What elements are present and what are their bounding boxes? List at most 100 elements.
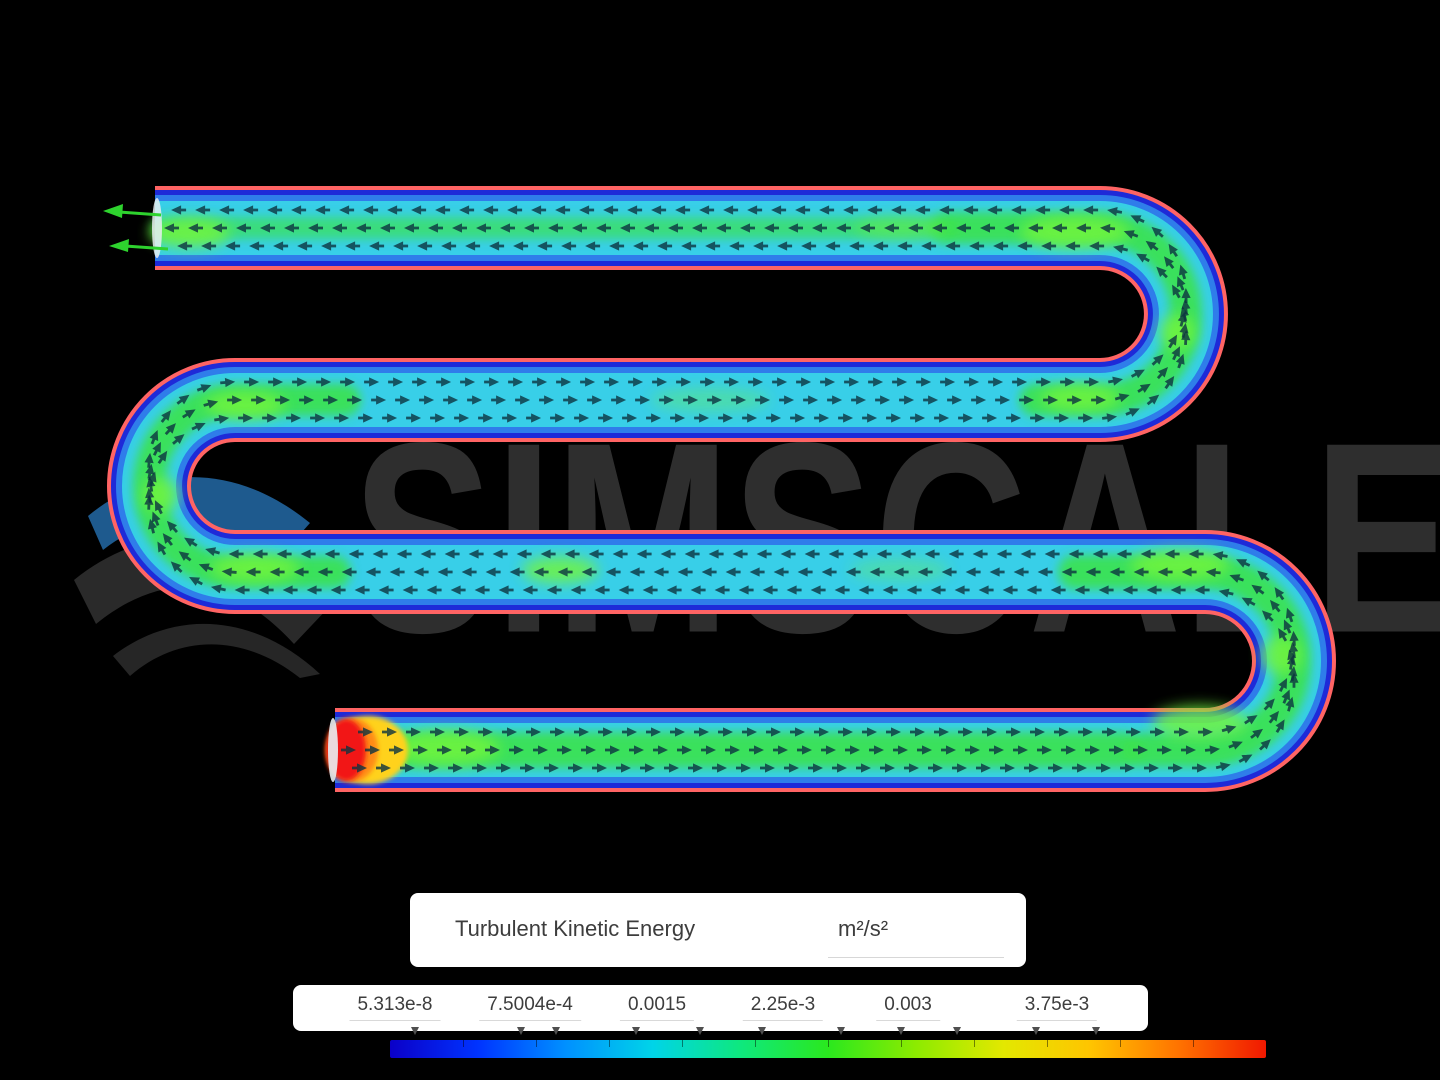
flow-arrow (718, 413, 734, 423)
flow-arrow (916, 377, 932, 387)
flow-arrow (1065, 241, 1081, 251)
flow-arrow (1156, 266, 1168, 279)
flow-arrow (740, 223, 755, 233)
flow-arrow (588, 549, 604, 559)
scale-value-5[interactable]: 3.75e-3 (1016, 994, 1098, 1021)
flow-arrow (1180, 306, 1190, 322)
flow-arrow (652, 377, 668, 387)
flow-arrow (644, 223, 659, 233)
flow-arrow (832, 763, 847, 773)
flow-arrow (341, 567, 357, 577)
flow-arrow (851, 395, 867, 405)
flow-arrow (1089, 241, 1105, 251)
flow-arrow (400, 763, 415, 773)
scale-value-1[interactable]: 7.5004e-4 (479, 994, 581, 1021)
arrow-lanes (149, 210, 1294, 768)
scale-value-0[interactable]: 5.313e-8 (349, 994, 441, 1021)
flow-arrow (827, 395, 843, 405)
flow-arrow (814, 727, 829, 737)
flow-arrow (182, 409, 196, 419)
pipe-mid-band (116, 195, 1327, 783)
flow-arrow (1150, 727, 1165, 737)
scale-value-2[interactable]: 0.0015 (619, 994, 695, 1021)
flow-arrow (808, 763, 823, 773)
flow-arrow (516, 549, 532, 559)
flow-arrow (489, 241, 505, 251)
flow-arrow (178, 551, 192, 562)
flow-arrow (653, 745, 668, 755)
flow-arrow (940, 377, 956, 387)
scale-value-4[interactable]: 0.003 (876, 994, 940, 1021)
flow-arrow (664, 763, 679, 773)
flow-arrow (989, 567, 1005, 577)
scale-value-3[interactable]: 2.25e-3 (742, 994, 824, 1021)
flow-arrow (564, 549, 580, 559)
pipe-core (122, 201, 1321, 777)
flow-arrow (508, 377, 524, 387)
flow-arrow (732, 549, 748, 559)
flow-arrow (766, 413, 782, 423)
flow-arrow (790, 727, 805, 737)
flow-arrow (330, 585, 346, 595)
flow-arrow (786, 585, 802, 595)
flow-arrow (502, 413, 518, 423)
flow-arrow (628, 377, 644, 387)
flow-arrow (548, 223, 563, 233)
flow-arrow (688, 763, 703, 773)
flow-arrow (395, 395, 411, 405)
flow-arrow (526, 413, 542, 423)
flow-arrow (869, 567, 885, 577)
flow-arrow (956, 223, 971, 233)
flow-arrow (1268, 710, 1280, 724)
flow-arrow (520, 763, 535, 773)
flow-arrow (1123, 230, 1139, 239)
flow-arrow (157, 450, 168, 465)
flow-arrow (316, 377, 332, 387)
flow-arrow (779, 395, 795, 405)
flow-arrow (324, 549, 340, 559)
flow-arrow (1212, 551, 1228, 561)
flow-arrow (556, 377, 572, 387)
flow-arrow (339, 205, 355, 215)
flow-arrow (880, 763, 895, 773)
flow-arrow (886, 413, 902, 423)
flow-arrow (299, 395, 315, 405)
flow-arrow (677, 567, 693, 577)
flow-arrow (873, 241, 889, 251)
flow-arrow (557, 567, 573, 577)
flow-arrow (646, 413, 662, 423)
flow-arrow (345, 241, 361, 251)
flow-arrow (1164, 375, 1175, 390)
flow-arrow (454, 413, 470, 423)
flow-arrow (795, 205, 811, 215)
flow-arrow (910, 727, 925, 737)
flow-arrow (603, 205, 619, 215)
flow-arrow (321, 241, 337, 251)
flow-arrow (491, 395, 507, 405)
flow-arrow (1174, 727, 1189, 737)
flow-arrow (524, 223, 539, 233)
flow-arrow (1125, 408, 1140, 417)
flow-arrow (941, 745, 956, 755)
flow-arrow (1068, 549, 1084, 559)
flow-arrow (1205, 567, 1221, 578)
flow-arrow (249, 241, 265, 251)
flow-arrow (867, 205, 883, 215)
flow-arrow (828, 549, 844, 559)
flow-arrow (244, 377, 260, 387)
flow-arrow (522, 585, 538, 595)
flow-arrow (1024, 763, 1039, 773)
flow-arrow (198, 563, 214, 573)
flow-arrow (461, 567, 477, 577)
legend-unit-field[interactable]: m²/s² (838, 916, 889, 941)
flow-arrow (636, 549, 652, 559)
flow-arrow (412, 377, 428, 387)
flow-arrow (286, 413, 302, 423)
flow-arrow (612, 549, 628, 559)
flow-arrow (821, 745, 836, 755)
pointer-tick (696, 1027, 704, 1035)
colorbar-tick (1120, 1040, 1121, 1047)
flow-arrow (387, 205, 403, 215)
flow-arrow (886, 727, 901, 737)
